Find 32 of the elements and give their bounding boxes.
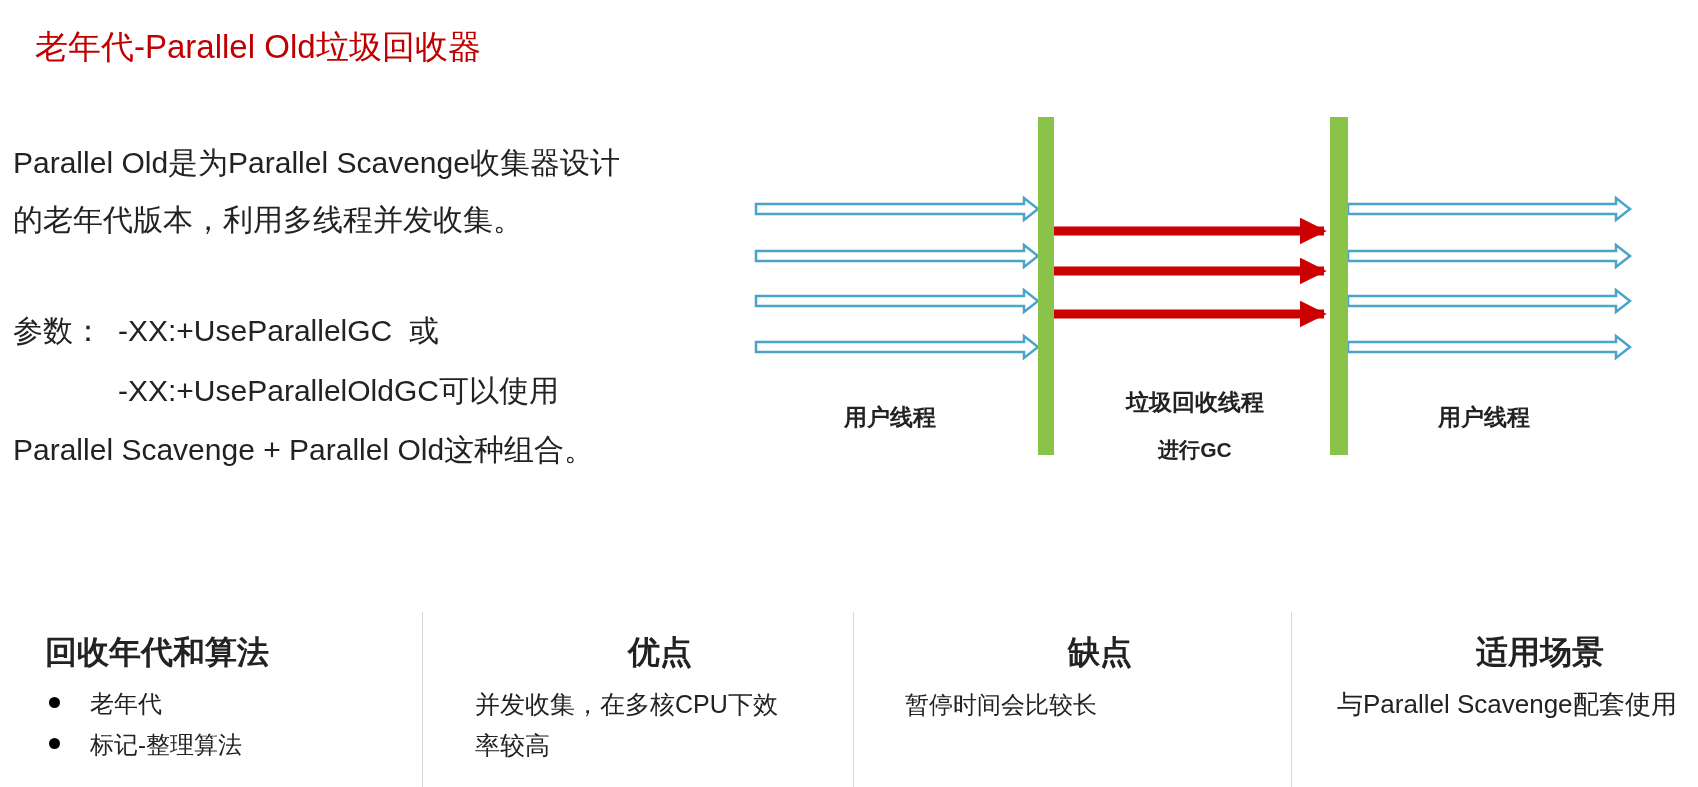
description-text: Parallel Old是为Parallel Scavenge收集器设计的老年代版本，利用多线程并发收集。 — [13, 145, 621, 238]
hollow-arrow — [1346, 242, 1633, 270]
thread-label: 进行GC — [1157, 437, 1233, 463]
parameter-text: -XX:+UseParallelOldGC可以使用 — [118, 373, 559, 409]
parameter-text: -XX:+UseParallelGC 或 — [118, 313, 439, 349]
hollow-arrow — [754, 195, 1041, 223]
thread-label: 垃圾回收线程 — [1124, 388, 1265, 417]
bullet-text: 老年代 — [90, 689, 162, 719]
parameter-text: Parallel Scavenge + Parallel Old这种组合。 — [13, 432, 595, 468]
arrow — [1054, 300, 1327, 328]
column-body: 暂停时间会比较长 — [905, 690, 1098, 720]
arrow — [1054, 257, 1327, 285]
hollow-arrow — [754, 333, 1041, 361]
hollow-arrow — [754, 242, 1041, 270]
thread-label: 用户线程 — [843, 403, 937, 432]
thread-barrier-bar — [1330, 117, 1348, 455]
arrow — [1054, 217, 1327, 245]
parameter-label: 参数： — [13, 313, 103, 349]
hollow-arrow — [1346, 195, 1633, 223]
thread-label: 用户线程 — [1437, 403, 1531, 432]
column-body: 与Parallel Scavenge配套使用 — [1337, 688, 1677, 721]
column-heading: 优点 — [626, 633, 693, 672]
title: 老年代-Parallel Old垃圾回收器 — [35, 27, 481, 67]
hollow-arrow — [754, 287, 1041, 315]
hollow-arrow — [1346, 333, 1633, 361]
column-heading: 缺点 — [1066, 633, 1133, 672]
column-heading: 回收年代和算法 — [45, 633, 269, 672]
hollow-arrow — [1346, 287, 1633, 315]
bullet-text: 标记-整理算法 — [90, 730, 242, 760]
thread-barrier-bar — [1038, 117, 1054, 455]
column-body: 并发收集，在多核CPU下效率较高 — [475, 689, 779, 761]
column-heading: 适用场景 — [1475, 633, 1605, 672]
